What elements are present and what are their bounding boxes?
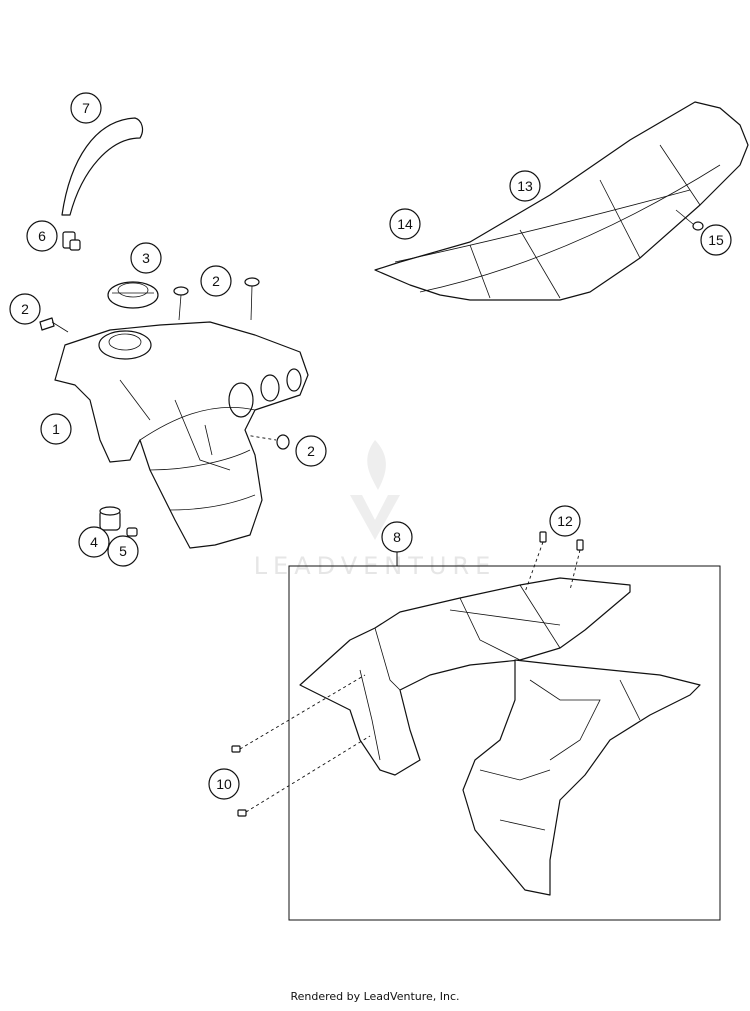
- leadventure-watermark: LEADVENTURE: [254, 440, 490, 580]
- callout-6: 6: [26, 220, 58, 252]
- callout-4: 4: [78, 526, 110, 558]
- svg-text:6: 6: [38, 228, 46, 244]
- side-panel-group-box: [288, 565, 721, 921]
- svg-text:13: 13: [517, 178, 533, 194]
- svg-text:15: 15: [708, 232, 724, 248]
- rubber-bushing: [99, 506, 121, 531]
- svg-text:2: 2: [307, 443, 315, 459]
- vent-hose: [61, 117, 144, 216]
- svg-text:8: 8: [393, 529, 401, 545]
- screw-top-center: [173, 286, 189, 321]
- left-side-panel: [299, 577, 631, 776]
- svg-text:5: 5: [119, 543, 127, 559]
- screw-top-right: [244, 277, 260, 321]
- flame-logo: [367, 440, 386, 490]
- svg-text:7: 7: [82, 100, 90, 116]
- footer-credit: Rendered by LeadVenture, Inc.: [290, 990, 460, 1003]
- svg-text:4: 4: [90, 534, 98, 550]
- callout-15: 15: [700, 224, 732, 256]
- callout-12: 12: [549, 505, 581, 537]
- screw-top-left: [39, 317, 69, 333]
- fuel-tank: [54, 321, 309, 549]
- svg-text:14: 14: [397, 216, 413, 232]
- bushing-screw: [126, 527, 138, 537]
- callout-13: 13: [509, 170, 541, 202]
- callout-10: 10: [208, 768, 240, 800]
- callout-2-left: 2: [9, 293, 41, 325]
- v-logo: [350, 495, 400, 540]
- parts-diagram: LEADVENTURE: [9, 92, 749, 921]
- callout-8: 8: [381, 521, 413, 553]
- panel-screw-c: [524, 531, 547, 593]
- panel-screw-d: [569, 539, 584, 591]
- callout-3: 3: [130, 242, 162, 274]
- svg-text:12: 12: [557, 513, 573, 529]
- callout-14: 14: [389, 208, 421, 240]
- panel-screw-b: [237, 735, 371, 817]
- seat: [374, 101, 749, 301]
- callout-5: 5: [107, 535, 139, 567]
- callout-1: 1: [40, 413, 72, 445]
- svg-text:2: 2: [212, 273, 220, 289]
- svg-text:3: 3: [142, 250, 150, 266]
- seat-screw: [675, 209, 704, 231]
- callout-7: 7: [70, 92, 102, 124]
- svg-text:2: 2: [21, 301, 29, 317]
- svg-text:1: 1: [52, 421, 60, 437]
- hose-connector: [62, 231, 81, 251]
- svg-text:10: 10: [216, 776, 232, 792]
- panel-screw-a: [231, 674, 366, 753]
- fuel-cap: [107, 281, 159, 309]
- right-side-panel: [462, 659, 701, 896]
- callout-2-right: 2: [295, 435, 327, 467]
- callout-2-top: 2: [200, 265, 232, 297]
